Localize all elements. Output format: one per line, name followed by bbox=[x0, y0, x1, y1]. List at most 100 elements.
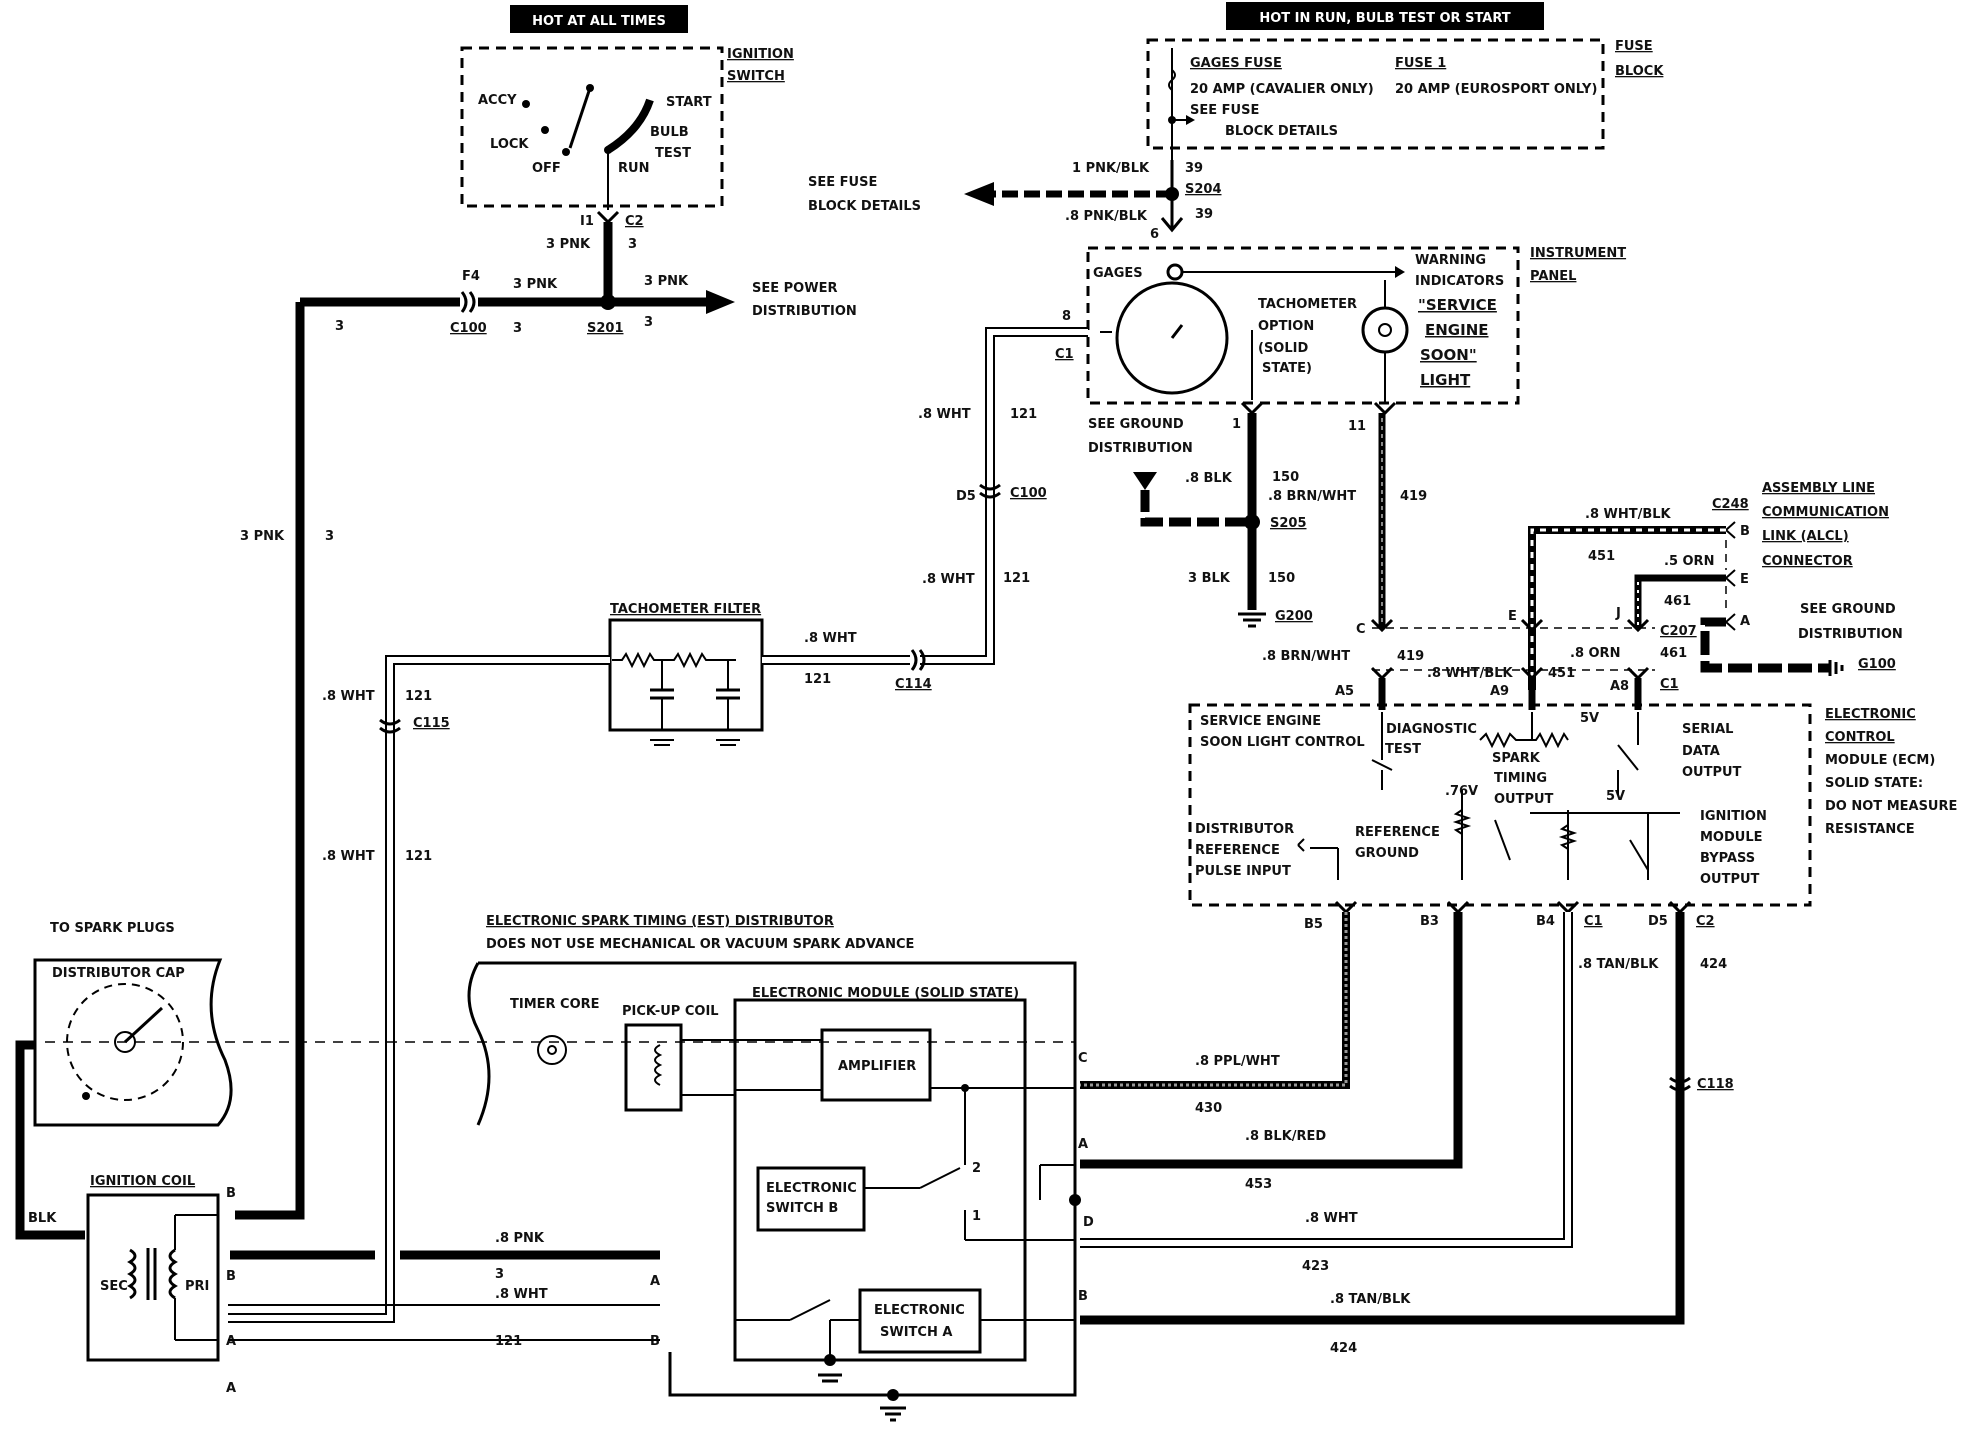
ground-g200-icon bbox=[1238, 612, 1266, 628]
ecm-title-2: CONTROL bbox=[1825, 730, 1895, 745]
tachometer-gauge bbox=[1115, 281, 1229, 395]
wire-wht-coil: .8 WHT bbox=[495, 1287, 548, 1302]
alcl-title-4: CONNECTOR bbox=[1762, 554, 1853, 569]
ecm-ref-ground-2: GROUND bbox=[1355, 846, 1419, 861]
tach-option-3: (SOLID bbox=[1258, 341, 1308, 356]
est-pin-b-left: B bbox=[650, 1334, 660, 1349]
wire-pnkblk-bottom: .8 PNK/BLK bbox=[1065, 209, 1148, 224]
position-test: TEST bbox=[655, 146, 691, 161]
electronic-module-box bbox=[733, 998, 1027, 1362]
switch-b-label: ELECTRONIC bbox=[766, 1181, 857, 1196]
amplifier-label: AMPLIFIER bbox=[838, 1059, 916, 1074]
ignition-switch-blade bbox=[568, 87, 592, 149]
ecm-ses-control: SERVICE ENGINE bbox=[1200, 714, 1321, 729]
ecm-serial-data-3: OUTPUT bbox=[1682, 765, 1742, 780]
to-spark-plugs: TO SPARK PLUGS bbox=[50, 921, 175, 936]
wire-pnkblk-top: 1 PNK/BLK bbox=[1072, 161, 1150, 176]
ecm-title: ELECTRONIC bbox=[1825, 707, 1916, 722]
warning-indicators: WARNING bbox=[1415, 253, 1486, 268]
see-ground-alcl: SEE GROUND bbox=[1800, 602, 1896, 617]
ecm-5v-b: 5V bbox=[1606, 789, 1625, 804]
ecm-spark-timing-2: TIMING bbox=[1494, 771, 1547, 786]
pin-i1: I1 bbox=[580, 214, 594, 229]
circuit-121-d: 121 bbox=[405, 689, 432, 704]
wire-brnwht-ip: .8 BRN/WHT bbox=[1268, 489, 1356, 504]
tach-option-2: OPTION bbox=[1258, 319, 1314, 334]
ecm-dist-ref: DISTRIBUTOR bbox=[1195, 822, 1294, 837]
switch-pos-1: 1 bbox=[972, 1209, 981, 1224]
timer-core-label: TIMER CORE bbox=[510, 997, 600, 1012]
circuit-3-ign: 3 bbox=[628, 237, 637, 252]
ecm-serial-data: SERIAL bbox=[1682, 722, 1733, 737]
wire-wht-5: .8 WHT bbox=[322, 849, 375, 864]
pin-8: 8 bbox=[1062, 309, 1071, 324]
ecm-pin-b5: B5 bbox=[1304, 917, 1323, 932]
wire-3pnk-left: 3 PNK bbox=[513, 277, 558, 292]
header-hot-at-all-times: HOT AT ALL TIMES bbox=[510, 5, 688, 33]
see-power: SEE POWER bbox=[752, 281, 837, 296]
est-pin-b: B bbox=[1078, 1289, 1088, 1304]
wire-orn-alcl: .5 ORN bbox=[1664, 554, 1714, 569]
circuit-424-vertical: 424 bbox=[1700, 957, 1727, 972]
alcl-pin-e: E bbox=[1740, 572, 1749, 587]
see-ground-ip: SEE GROUND bbox=[1088, 417, 1184, 432]
circuit-424: 424 bbox=[1330, 1341, 1357, 1356]
wire-3pnk-ign: 3 PNK bbox=[546, 237, 591, 252]
ecm-ign-bypass: IGNITION bbox=[1700, 809, 1767, 824]
header-hot-in-run-label: HOT IN RUN, BULB TEST OR START bbox=[1259, 11, 1510, 26]
position-off: OFF bbox=[532, 161, 561, 176]
fuse-f4: F4 bbox=[462, 269, 480, 284]
coil-pin-a1: A bbox=[226, 1334, 236, 1349]
c207-wire-whtblk: .8 WHT/BLK bbox=[1427, 666, 1514, 681]
ecm-conn-c1-top: C1 bbox=[1660, 677, 1679, 692]
warning-indicators-2: INDICATORS bbox=[1415, 274, 1504, 289]
ignition-switch: IGNITION SWITCH ACCY LOCK OFF RUN START … bbox=[460, 46, 794, 210]
header-hot-at-all-times-label: HOT AT ALL TIMES bbox=[532, 14, 666, 29]
c207-pin-j: J bbox=[1615, 606, 1621, 621]
ecm-module: SERVICE ENGINE SOON LIGHT CONTROL DIAGNO… bbox=[1188, 703, 1812, 907]
ecm-pin-b3: B3 bbox=[1420, 914, 1439, 929]
ecm-pin-d5: D5 bbox=[1648, 914, 1668, 929]
position-accy: ACCY bbox=[478, 93, 517, 108]
fuse-block-title-2: BLOCK bbox=[1615, 64, 1664, 79]
c207-label: C207 bbox=[1660, 624, 1697, 639]
coil-pin-b2: B bbox=[226, 1269, 236, 1284]
ecm-ign-bypass-3: BYPASS bbox=[1700, 851, 1755, 866]
connector-c2-ign: C2 bbox=[625, 214, 644, 229]
see-fuse-s204: SEE FUSE bbox=[808, 175, 877, 190]
see-ground-alcl-2: DISTRIBUTION bbox=[1798, 627, 1903, 642]
connector-c114: C114 bbox=[895, 677, 932, 692]
ecm-conn-c1-bottom: C1 bbox=[1584, 914, 1603, 929]
c207-wire-orn: .8 ORN bbox=[1570, 646, 1620, 661]
ecm-ign-bypass-4: OUTPUT bbox=[1700, 872, 1760, 887]
circuit-121-a: 121 bbox=[1010, 407, 1037, 422]
pin-d5-c100: D5 bbox=[956, 489, 976, 504]
pin-6: 6 bbox=[1150, 227, 1159, 242]
see-fuse-inner: SEE FUSE bbox=[1190, 103, 1259, 118]
pickup-coil-box bbox=[624, 1023, 683, 1112]
wire-3pnk-right: 3 PNK bbox=[644, 274, 689, 289]
est-distributor: ELECTRONIC MODULE (SOLID STATE) TIMER CO… bbox=[467, 961, 1081, 1422]
distributor-cap-label: DISTRIBUTOR CAP bbox=[52, 966, 185, 981]
pin-11: 11 bbox=[1348, 419, 1366, 434]
est-title: ELECTRONIC SPARK TIMING (EST) DISTRIBUTO… bbox=[486, 914, 834, 929]
circuit-3-vertical: 3 bbox=[325, 529, 334, 544]
ecm-pin-a9: A9 bbox=[1490, 684, 1509, 699]
ecm-pin-a8: A8 bbox=[1610, 679, 1629, 694]
splice-s201: S201 bbox=[587, 321, 624, 336]
circuit-39-top: 39 bbox=[1185, 161, 1203, 176]
position-lock: LOCK bbox=[490, 137, 529, 152]
wire-3blk: 3 BLK bbox=[1188, 571, 1231, 586]
circuit-150: 150 bbox=[1272, 470, 1299, 485]
connector-c115: C115 bbox=[413, 716, 450, 731]
fuse-1: FUSE 1 bbox=[1395, 56, 1446, 71]
see-fuse-inner-2: BLOCK DETAILS bbox=[1225, 124, 1338, 139]
circuit-3-coil: 3 bbox=[495, 1267, 504, 1282]
position-start: START bbox=[666, 95, 712, 110]
ecm-spark-timing-3: OUTPUT bbox=[1494, 792, 1554, 807]
ground-g100-icon bbox=[1828, 660, 1844, 676]
ecm-note: SOLID STATE: bbox=[1825, 776, 1923, 791]
tach-option-4: STATE) bbox=[1262, 361, 1312, 376]
wire-wht-423: .8 WHT bbox=[1305, 1211, 1358, 1226]
alcl-title: ASSEMBLY LINE bbox=[1762, 481, 1875, 496]
